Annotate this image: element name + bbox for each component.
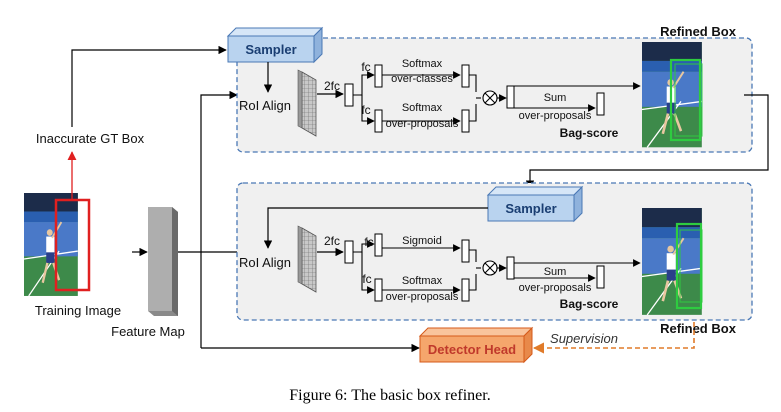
bottom-fc-lower-label: fc	[362, 272, 371, 286]
bottom-fc-upper-block	[374, 233, 383, 257]
bottom-roi-grid	[297, 225, 317, 293]
bottom-sum-line1: Sum	[544, 266, 567, 278]
top-softmax-classes-block	[461, 64, 470, 88]
top-fc-upper-block	[374, 64, 383, 88]
trunk-to-top-branch	[200, 90, 238, 348]
top-to-fc-lower	[361, 95, 375, 125]
bottom-refiner-panel	[236, 182, 753, 321]
refined-to-bottom-sampler-arrow	[525, 94, 769, 189]
top-fc-lower-block	[374, 109, 383, 133]
top-sampler: Sampler	[226, 26, 324, 64]
feature-map	[148, 207, 178, 316]
bottom-multiply-icon	[482, 260, 498, 276]
bottom-merge-lower	[469, 274, 477, 291]
supervision-arrow	[532, 322, 695, 354]
top-roi-align-label: RoI Align	[239, 98, 291, 113]
gt-to-sampler-arrow	[71, 45, 227, 127]
bottom-softmax-proposals-line2: over-proposals	[386, 291, 459, 303]
bottom-2fc-block	[344, 240, 354, 264]
feature-map-label: Feature Map	[111, 324, 185, 339]
supervision-label: Supervision	[550, 331, 618, 346]
top-softmax-classes-line1: Softmax	[402, 58, 443, 70]
training-image	[22, 191, 91, 298]
top-merge-lower	[469, 104, 477, 122]
top-to-fc-upper	[353, 71, 375, 96]
top-product-block	[506, 85, 515, 109]
bottom-refined-box-label: Refined Box	[660, 321, 737, 336]
bottom-bag-score-block	[596, 265, 605, 289]
top-fc-lower-label: fc	[361, 103, 370, 117]
bottom-refined-image	[640, 206, 704, 317]
bottom-refined-box	[675, 222, 703, 310]
top-refined-box-label: Refined Box	[660, 24, 737, 39]
bottom-sampler-arrow	[263, 207, 488, 249]
top-softmax-proposals-block	[461, 109, 470, 133]
bottom-sigmoid-label: Sigmoid	[402, 235, 442, 247]
top-fc-upper-label: fc	[361, 60, 370, 74]
bottom-sigmoid-block	[461, 239, 470, 263]
top-refined-box	[669, 58, 702, 142]
training-image-label: Training Image	[35, 303, 121, 318]
top-bag-score-block	[596, 92, 605, 116]
bottom-to-fc-upper	[353, 240, 375, 253]
top-merge-upper	[469, 74, 477, 92]
top-softmax-proposals-line1: Softmax	[402, 102, 443, 114]
bottom-2fc-label: 2fc	[324, 234, 340, 248]
top-softmax-classes-line2: over-classes	[391, 73, 453, 85]
bottom-bag-score-label: Bag-score	[560, 297, 619, 311]
top-bag-score-label: Bag-score	[560, 126, 619, 140]
top-2fc-label: 2fc	[324, 79, 340, 93]
top-roi-grid	[297, 69, 317, 137]
top-sum-line2: over-proposals	[519, 110, 592, 122]
bottom-to-fc-lower	[361, 252, 375, 294]
bottom-fc-upper-label: fc	[364, 235, 373, 249]
top-2fc-block	[344, 83, 354, 107]
bottom-sampler-label: Sampler	[505, 201, 556, 216]
bottom-roi-align-label: RoI Align	[239, 255, 291, 270]
top-sampler-label: Sampler	[245, 42, 296, 57]
bottom-merge-upper	[469, 249, 477, 262]
detector-head-label: Detector Head	[428, 342, 516, 357]
top-multiply-icon	[482, 90, 498, 106]
bottom-sampler: Sampler	[486, 185, 584, 223]
top-refined-image	[640, 40, 704, 149]
bottom-product-block	[506, 256, 515, 280]
detector-head: Detector Head	[418, 326, 534, 364]
top-sum-line1: Sum	[544, 92, 567, 104]
bottom-fc-lower-block	[374, 278, 383, 302]
top-softmax-proposals-line2: over-proposals	[386, 118, 459, 130]
bottom-softmax-proposals-line1: Softmax	[402, 275, 443, 287]
bottom-sum-line2: over-proposals	[519, 282, 592, 294]
bottom-softmax-proposals-block	[461, 278, 470, 302]
inaccurate-gt-box-label: Inaccurate GT Box	[36, 131, 145, 146]
figure-caption: Figure 6: The basic box refiner.	[289, 387, 490, 404]
